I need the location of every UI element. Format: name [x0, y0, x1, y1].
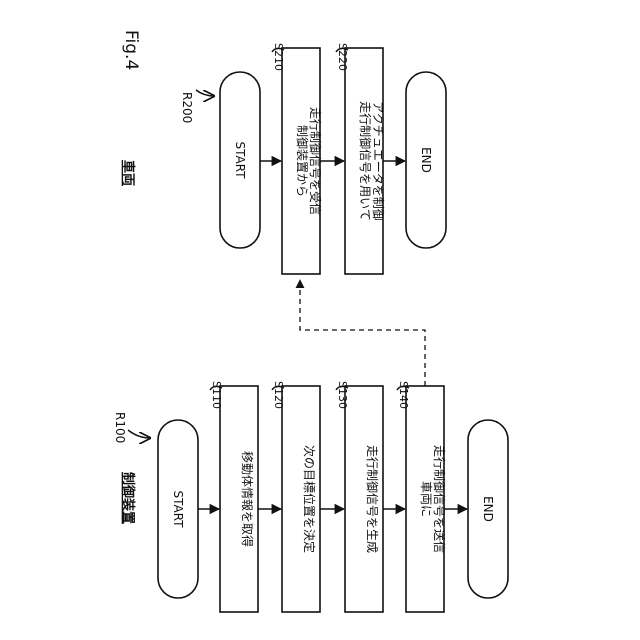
- signal-connector-s140-to-s210: [300, 280, 425, 386]
- vehicle-end-label: END: [419, 147, 433, 173]
- step-s110-id: S110: [210, 381, 223, 409]
- step-s130-line-1: 走行制御信号を生成: [365, 445, 380, 553]
- step-s140-line-2: 走行制御信号を送信: [432, 445, 447, 553]
- step-s130-id: S130: [336, 381, 349, 409]
- step-s110-line-1: 移動体情報を取得: [240, 451, 255, 547]
- controller-flow: 制御装置 R100 START S110 移動体情報を取得 S120 次の目標位…: [113, 381, 508, 612]
- controller-flow-title: 制御装置: [120, 472, 136, 524]
- controller-end-label: END: [481, 496, 495, 522]
- step-s210-line-1: 制御装置から: [295, 125, 310, 197]
- vehicle-flow: 車両 R200 START S210 制御装置から 走行制御信号を受信 S220…: [120, 43, 446, 274]
- controller-flow-ref: R100: [113, 412, 127, 443]
- step-s220-line-1: 走行制御信号を用いて: [358, 101, 373, 221]
- controller-start-label: START: [171, 490, 185, 528]
- step-s120-id: S120: [272, 381, 285, 409]
- step-s210-id: S210: [272, 43, 285, 71]
- step-s120-line-1: 次の目標位置を決定: [302, 445, 317, 553]
- controller-flow-ref-leader: [128, 430, 150, 438]
- step-s140-line-1: 車両に: [419, 481, 433, 517]
- vehicle-start-label: START: [233, 141, 247, 179]
- vehicle-flow-title: 車両: [120, 160, 136, 186]
- step-s140-id: S140: [397, 381, 410, 409]
- figure-label: Fig.4: [121, 30, 141, 70]
- step-s220-id: S220: [336, 43, 349, 71]
- vehicle-flow-ref: R200: [180, 92, 194, 123]
- vehicle-flow-ref-leader: [196, 90, 214, 96]
